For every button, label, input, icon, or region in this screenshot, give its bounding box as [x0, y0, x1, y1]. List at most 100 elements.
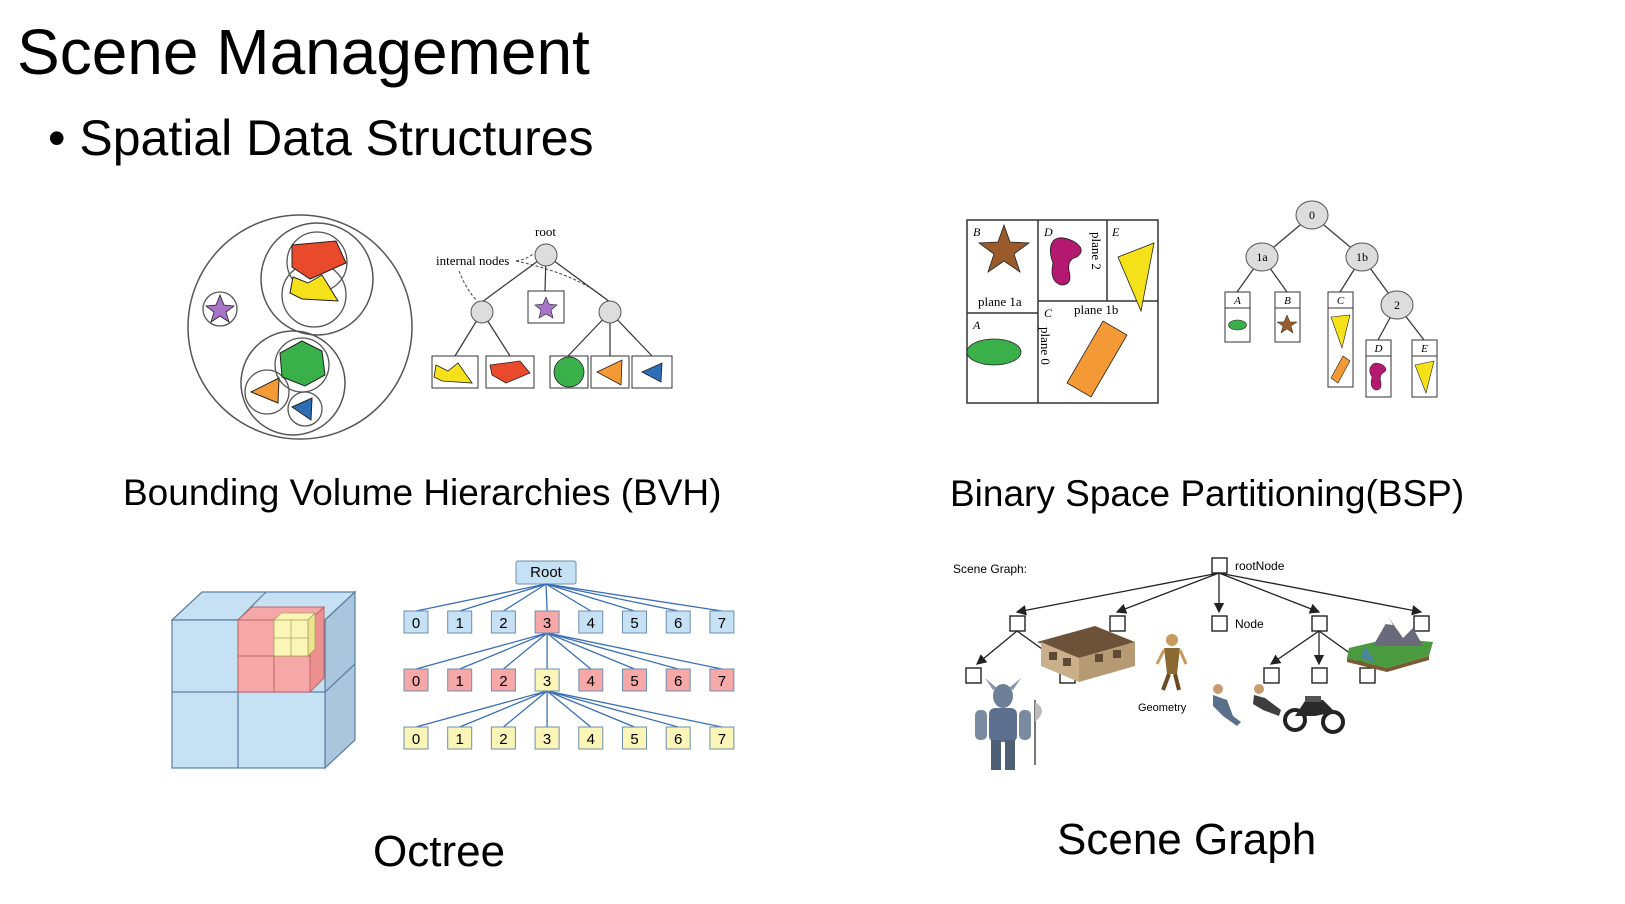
octree-node-level2-0 [403, 668, 429, 692]
reclining-person-geometry [1253, 684, 1281, 716]
scene-graph-caption: Scene Graph [1057, 815, 1317, 864]
bsp-region-c-label: C [1044, 306, 1053, 320]
octree-node-level3-6 [665, 726, 691, 750]
octree-node-label: 2 [499, 615, 507, 632]
svg-text:E: E [1420, 343, 1428, 355]
octree-node-label: 7 [718, 731, 726, 748]
octree-caption: Octree [373, 827, 506, 876]
octree-node-label: 6 [674, 673, 682, 690]
octree-node-label: 0 [412, 673, 420, 690]
octree-node-label: 2 [499, 731, 507, 748]
octree-edge [546, 690, 592, 728]
octree-node-label: 1 [456, 615, 464, 632]
svg-text:C: C [1337, 295, 1345, 307]
octree-node-level1-6 [665, 610, 691, 634]
octree-node-label: 4 [587, 615, 595, 632]
bvh-root-node [534, 243, 558, 267]
octree-node-label: 3 [543, 731, 551, 748]
octree-root-label: Root [530, 564, 563, 581]
octree-node-level2-4 [578, 668, 604, 692]
octree-edge [546, 632, 592, 670]
scene-root-label: rootNode [1235, 559, 1285, 573]
octree-edge [503, 583, 547, 612]
bsp-node-1b [1345, 242, 1379, 272]
bsp-node-2-label: 2 [1394, 298, 1400, 312]
octree-node-level1-0 [403, 610, 429, 634]
bvh-star-volume [202, 291, 238, 327]
octree-edge [415, 690, 548, 728]
scene-graph-diagram: Scene Graph: rootNode Node [953, 557, 1433, 770]
terrain-geometry [1347, 618, 1433, 672]
octree-node-label: 0 [412, 615, 420, 632]
bvh-green-shape [279, 340, 326, 387]
bsp-region-b-label: B [973, 225, 981, 239]
bsp-node-0 [1295, 200, 1329, 230]
bvh-caption: Bounding Volume Hierarchies (BVH) [123, 472, 722, 513]
bsp-plane-1b-label: plane 1b [1074, 302, 1118, 317]
octree-edge [502, 632, 548, 670]
octree-edge [545, 583, 722, 612]
scene-node-1 [1009, 615, 1026, 632]
octree-node-level2-2 [490, 668, 516, 692]
bsp-node-1b-label: 1b [1356, 250, 1368, 264]
scene-geometry-label: Geometry [1138, 702, 1187, 714]
bullet-spatial-data-structures: • Spatial Data Structures [48, 110, 594, 166]
octree-cube [170, 590, 357, 770]
octree-node-level3-3 [534, 726, 560, 750]
octree-node-level3-4 [578, 726, 604, 750]
house-geometry [1037, 626, 1135, 682]
octree-node-label: 5 [630, 673, 638, 690]
octree-edge [415, 583, 547, 612]
bsp-region-d-label: D [1043, 225, 1053, 239]
octree-node-level2-6 [665, 668, 691, 692]
scene-graph-header: Scene Graph: [953, 562, 1027, 576]
octree-node-label: 7 [718, 615, 726, 632]
page-title: Scene Management [17, 16, 590, 88]
octree-node-label: 5 [630, 731, 638, 748]
bvh-orange-shape [249, 377, 280, 404]
octree-edge [546, 632, 723, 670]
svg-text:A: A [1233, 295, 1241, 307]
bvh-diagram: root internal nodes [187, 214, 673, 440]
bsp-triangle-e [1117, 242, 1155, 313]
octree-node-label: 5 [630, 615, 638, 632]
octree-node-level3-0 [403, 726, 429, 750]
octree-edge [546, 632, 679, 670]
octree-node-label: 6 [674, 615, 682, 632]
octree-node-label: 4 [587, 731, 595, 748]
octree-node-level1-2 [490, 610, 516, 634]
octree-edge [502, 690, 548, 728]
octree-node-label: 1 [456, 731, 464, 748]
bvh-blue-volume [287, 391, 323, 427]
bsp-plane-0-label: plane 0 [1038, 327, 1053, 365]
octree-edge [546, 690, 723, 728]
octree-edge [546, 690, 635, 728]
scene-node-5 [1413, 615, 1430, 632]
scene-node-1-child-a [965, 667, 982, 684]
octree-edge [546, 690, 679, 728]
octree-node-label: 2 [499, 673, 507, 690]
octree-node-level2-5 [622, 668, 647, 692]
bsp-leaf-a [1224, 291, 1251, 343]
octree-edge [459, 690, 548, 728]
scene-node-3 [1211, 615, 1228, 632]
scene-node-4-child-c [1359, 667, 1376, 684]
octree-edge [545, 583, 635, 612]
octree-node-level3-1 [447, 726, 473, 750]
octree-edge [545, 583, 679, 612]
bvh-star-shape [204, 293, 236, 323]
character-geometry [1155, 634, 1188, 691]
bsp-node-2 [1380, 290, 1414, 320]
bsp-star-b [977, 223, 1031, 274]
octree-node-level2-7 [709, 668, 735, 692]
bsp-blob-d [1049, 237, 1082, 286]
octree-node-level1-1 [447, 610, 473, 634]
bsp-region-e-label: E [1111, 225, 1120, 239]
bvh-internal-node-right [598, 300, 622, 324]
bsp-diagram: B D E A C plane 1a plane 1b plane 2 plan… [966, 200, 1438, 404]
bvh-internal-node-left [470, 300, 494, 324]
octree-node-level3-7 [709, 726, 735, 750]
octree-node-level1-7 [709, 610, 735, 634]
octree-node-level2-1 [447, 668, 473, 692]
